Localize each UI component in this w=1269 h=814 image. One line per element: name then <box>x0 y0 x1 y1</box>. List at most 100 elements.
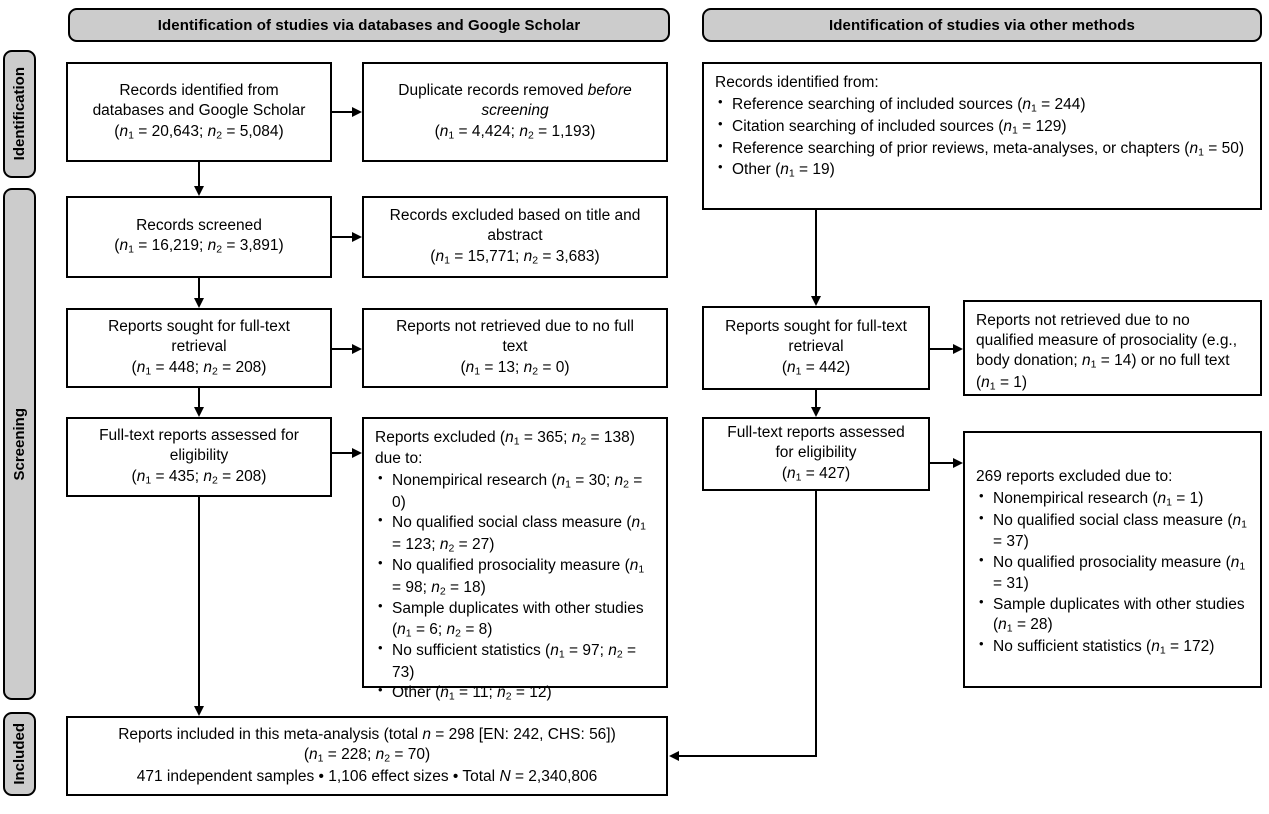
assessed-right-line1: Full-text reports assessed <box>727 424 905 442</box>
assessed-left-line2: eligibility <box>169 447 229 465</box>
sought-right-counts: (n1 = 442) <box>781 358 851 378</box>
connector-identified-to-screened <box>198 162 200 186</box>
header-left-label: Identification of studies via databases … <box>157 16 581 34</box>
not-retrieved-left-line1: Reports not retrieved due to no full <box>396 318 634 336</box>
arrowhead-sought-to-assessed <box>193 407 204 417</box>
connector-right-assessed-to-excluded <box>930 462 953 464</box>
header-right-label: Identification of studies via other meth… <box>829 16 1135 34</box>
connector-sought-to-notretrieved <box>332 348 352 350</box>
arrowhead-right-sought-to-assessed <box>810 407 821 417</box>
arrowhead-assessed-to-excluded <box>352 447 362 458</box>
not-retrieved-left-counts: (n1 = 13; n2 = 0) <box>460 358 570 378</box>
list-item: No qualified prosociality measure (n1 = … <box>375 555 656 599</box>
included-line3: 471 independent samples • 1,106 effect s… <box>136 767 598 785</box>
list-item: Citation searching of included sources (… <box>715 116 1250 138</box>
list-item: No sufficient statistics (n1 = 172) <box>976 636 1250 658</box>
stage-tab-screening: Screening <box>3 188 36 700</box>
right-identified-list: Reference searching of included sources … <box>715 94 1250 182</box>
duplicates-counts: (n1 = 4,424; n2 = 1,193) <box>434 122 596 142</box>
arrowhead-right-identified-to-sought <box>810 296 821 306</box>
stage-label-included: Included <box>11 723 28 785</box>
list-item: Sample duplicates with other studies (n1… <box>976 594 1250 636</box>
connector-sought-to-assessed <box>198 388 200 407</box>
excluded-title-line1: Records excluded based on title and <box>389 207 641 225</box>
excluded-left-list: Nonempirical research (n1 = 30; n2 = 0) … <box>375 470 656 704</box>
not-retrieved-left-line2: text <box>502 338 528 356</box>
connector-right-sought-to-assessed <box>815 390 817 407</box>
assessed-left-line1: Full-text reports assessed for <box>99 427 299 445</box>
list-item: Other (n1 = 11; n2 = 12) <box>375 682 656 704</box>
connector-right-assessed-to-included-horizontal <box>679 755 817 757</box>
connector-right-sought-to-notretrieved <box>930 348 953 350</box>
box-records-identified-databases: Records identified from databases and Go… <box>66 62 332 162</box>
list-item: Nonempirical research (n1 = 1) <box>976 488 1250 510</box>
duplicates-line1: Duplicate records removed before <box>398 82 632 100</box>
box-reports-not-retrieved-right: Reports not retrieved due to no qualifie… <box>963 300 1262 396</box>
stage-label-screening: Screening <box>11 407 28 481</box>
connector-screened-to-sought <box>198 278 200 298</box>
arrowhead-screened-to-excluded <box>352 231 362 242</box>
excluded-right-list: Nonempirical research (n1 = 1) No qualif… <box>976 488 1250 658</box>
box-fulltext-assessed-right: Full-text reports assessed for eligibili… <box>702 417 930 491</box>
list-item: No sufficient statistics (n1 = 97; n2 = … <box>375 640 656 682</box>
included-line1: Reports included in this meta-analysis (… <box>118 726 616 744</box>
assessed-right-counts: (n1 = 427) <box>781 464 851 484</box>
box-records-excluded-title-abstract: Records excluded based on title and abst… <box>362 196 668 278</box>
connector-screened-to-excluded <box>332 236 352 238</box>
list-item: Reference searching of prior reviews, me… <box>715 138 1250 160</box>
connector-assessed-to-excluded <box>332 452 352 454</box>
connector-identified-to-duplicates <box>332 111 352 113</box>
assessed-left-counts: (n1 = 435; n2 = 208) <box>131 467 267 487</box>
arrowhead-right-assessed-to-excluded <box>953 457 963 468</box>
arrowhead-sought-to-notretrieved <box>352 343 362 354</box>
header-bar-right: Identification of studies via other meth… <box>702 8 1262 42</box>
connector-right-assessed-to-included-vertical <box>815 491 817 756</box>
records-identified-line1: Records identified from <box>119 82 279 100</box>
box-reports-excluded-left: Reports excluded (n1 = 365; n2 = 138) du… <box>362 417 668 703</box>
box-reports-sought-right: Reports sought for full-text retrieval (… <box>702 306 930 390</box>
box-duplicates-removed: Duplicate records removed before screeni… <box>362 62 668 162</box>
list-item: Reference searching of included sources … <box>715 94 1250 116</box>
arrowhead-right-sought-to-notretrieved <box>953 343 963 354</box>
records-screened-line1: Records screened <box>136 217 262 235</box>
header-bar-left: Identification of studies via databases … <box>68 8 670 42</box>
excluded-left-intro: Reports excluded (n1 = 365; n2 = 138) du… <box>375 429 635 468</box>
list-item: Nonempirical research (n1 = 30; n2 = 0) <box>375 470 656 512</box>
not-retrieved-right-text: Reports not retrieved due to no qualifie… <box>976 312 1238 393</box>
arrowhead-identified-to-duplicates <box>352 106 362 117</box>
sought-left-line2: retrieval <box>171 338 227 356</box>
box-reports-excluded-right: 269 reports excluded due to: Nonempirica… <box>963 431 1262 688</box>
duplicates-line2: screening <box>481 102 549 120</box>
list-item: Sample duplicates with other studies (n1… <box>375 598 656 640</box>
list-item: Other (n1 = 19) <box>715 159 1250 181</box>
records-identified-counts: (n1 = 20,643; n2 = 5,084) <box>114 122 284 142</box>
sought-left-counts: (n1 = 448; n2 = 208) <box>131 358 267 378</box>
box-fulltext-assessed-left: Full-text reports assessed for eligibili… <box>66 417 332 497</box>
sought-right-line2: retrieval <box>788 338 844 356</box>
excluded-right-intro: 269 reports excluded due to: <box>976 468 1173 485</box>
arrowhead-right-to-included <box>669 750 679 761</box>
list-item: No qualified social class measure (n1 = … <box>976 510 1250 552</box>
right-identified-intro: Records identified from: <box>715 74 879 91</box>
records-identified-line2: databases and Google Scholar <box>92 102 306 120</box>
box-records-screened: Records screened (n1 = 16,219; n2 = 3,89… <box>66 196 332 278</box>
connector-right-identified-to-sought <box>815 210 817 296</box>
arrowhead-identified-to-screened <box>193 186 204 196</box>
arrowhead-assessed-to-included <box>193 706 204 716</box>
records-screened-counts: (n1 = 16,219; n2 = 3,891) <box>114 237 284 257</box>
box-records-identified-other: Records identified from: Reference searc… <box>702 62 1262 210</box>
connector-assessed-to-included <box>198 497 200 706</box>
excluded-title-line2: abstract <box>487 227 543 245</box>
arrowhead-screened-to-sought <box>193 298 204 308</box>
list-item: No qualified social class measure (n1 = … <box>375 512 656 556</box>
included-line2: (n1 = 228; n2 = 70) <box>303 746 431 765</box>
sought-right-line1: Reports sought for full-text <box>725 318 907 336</box>
sought-left-line1: Reports sought for full-text <box>108 318 290 336</box>
list-item: No qualified prosociality measure (n1 = … <box>976 552 1250 594</box>
assessed-right-line2: for eligibility <box>775 444 857 462</box>
stage-tab-included: Included <box>3 712 36 796</box>
box-reports-sought-left: Reports sought for full-text retrieval (… <box>66 308 332 388</box>
excluded-title-counts: (n1 = 15,771; n2 = 3,683) <box>430 247 600 267</box>
box-reports-not-retrieved-left: Reports not retrieved due to no full tex… <box>362 308 668 388</box>
